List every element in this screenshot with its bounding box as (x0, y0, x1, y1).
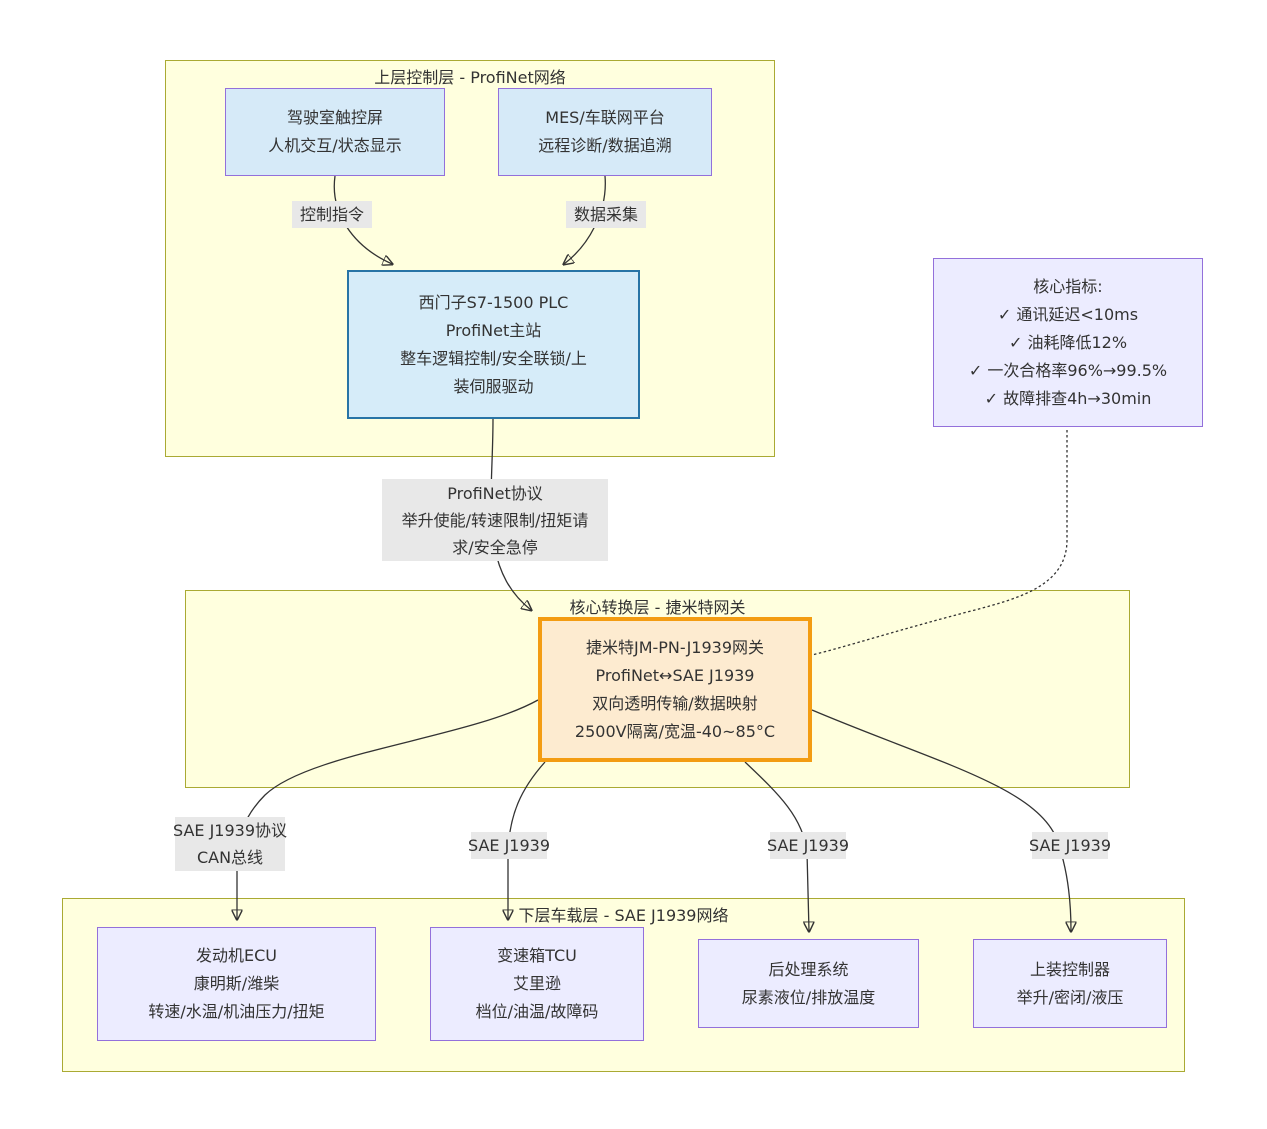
node-line: 转速/水温/机油压力/扭矩 (148, 1002, 325, 1021)
node-line: 核心指标: (1033, 276, 1103, 296)
cluster-title: 下层车载层 - SAE J1939网络 (518, 906, 729, 925)
edge-gateway-to-body-controller (811, 709, 1071, 931)
edge-gateway-to-engine (237, 699, 539, 919)
cluster-title: 核心转换层 - 捷米特网关 (569, 598, 746, 617)
node-line: MES/车联网平台 (545, 108, 665, 127)
node-line: ✓ 一次合格率96%→99.5% (968, 360, 1168, 380)
node-core-metrics: 核心指标: ✓ 通讯延迟<10ms ✓ 油耗降低12% ✓ 一次合格率96%→9… (933, 258, 1203, 427)
node-siemens-plc: 西门子S7-1500 PLC ProfiNet主站 整车逻辑控制/安全联锁/上 … (347, 270, 640, 419)
edge-label-sae-j1939-1: SAE J1939 (467, 832, 551, 859)
edge-label-sae-j1939-can: SAE J1939协议 CAN总线 (172, 817, 288, 871)
node-line: ✓ 通讯延迟<10ms (997, 304, 1139, 324)
node-line: 双向透明传输/数据映射 (592, 693, 758, 713)
node-line: 上装控制器 (1029, 959, 1110, 979)
node-line: 西门子S7-1500 PLC (418, 292, 569, 312)
node-aftertreatment-system: 后处理系统 尿素液位/排放温度 (698, 939, 919, 1028)
node-line: ProfiNet主站 (445, 320, 542, 340)
edge-label-line: 求/安全急停 (452, 537, 538, 557)
node-jiemite-gateway: 捷米特JM-PN-J1939网关 ProfiNet↔SAE J1939 双向透明… (538, 617, 812, 762)
node-line: 变速箱TCU (497, 946, 577, 965)
edge-label-sae-j1939-2: SAE J1939 (766, 832, 850, 859)
node-line: ✓ 故障排查4h→30min (984, 388, 1152, 408)
edge-label-line: CAN总线 (196, 848, 264, 867)
node-line: 艾里逊 (512, 974, 561, 993)
node-line: 捷米特JM-PN-J1939网关 (585, 637, 765, 657)
node-line: 驾驶室触控屏 (286, 108, 383, 127)
node-line: 整车逻辑控制/安全联锁/上 (400, 348, 587, 368)
edge-label-line: 控制指令 (299, 205, 364, 224)
edge-label-sae-j1939-3: SAE J1939 (1028, 832, 1112, 859)
node-line: ✓ 油耗降低12% (1008, 332, 1128, 352)
edge-label-line: SAE J1939协议 (172, 821, 288, 840)
edge-label-profinet-protocol: ProfiNet协议 举升使能/转速限制/扭矩请 求/安全急停 (382, 479, 608, 561)
node-line: ProfiNet↔SAE J1939 (595, 665, 755, 685)
edge-label-line: SAE J1939 (766, 836, 850, 855)
node-line: 远程诊断/数据追溯 (538, 136, 672, 155)
node-line: 后处理系统 (768, 959, 849, 979)
node-body-controller: 上装控制器 举升/密闭/液压 (973, 939, 1167, 1028)
edge-label-line: ProfiNet协议 (447, 483, 543, 503)
edge-label-line: SAE J1939 (1028, 836, 1112, 855)
edge-label-control-command: 控制指令 (292, 201, 372, 228)
edge-label-line: SAE J1939 (467, 836, 551, 855)
node-mes-telematics-platform: MES/车联网平台 远程诊断/数据追溯 (498, 88, 712, 176)
node-line: 2500V隔离/宽温-40~85°C (574, 721, 776, 741)
cluster-title: 上层控制层 - ProfiNet网络 (374, 68, 566, 87)
edge-label-line: 数据采集 (573, 205, 638, 224)
node-line: 档位/油温/故障码 (475, 1002, 599, 1021)
node-engine-ecu: 发动机ECU 康明斯/潍柴 转速/水温/机油压力/扭矩 (97, 927, 376, 1041)
edge-metrics-to-gateway-dotted (811, 430, 1068, 656)
node-line: 举升/密闭/液压 (1016, 987, 1124, 1007)
node-line: 尿素液位/排放温度 (741, 987, 876, 1007)
node-line: 装伺服驱动 (453, 376, 534, 396)
edge-label-line: 举升使能/转速限制/扭矩请 (401, 510, 589, 530)
node-transmission-tcu: 变速箱TCU 艾里逊 档位/油温/故障码 (430, 927, 644, 1041)
node-line: 康明斯/潍柴 (193, 974, 280, 993)
node-cab-touchscreen: 驾驶室触控屏 人机交互/状态显示 (225, 88, 445, 176)
node-line: 人机交互/状态显示 (268, 136, 402, 155)
node-line: 发动机ECU (196, 946, 277, 965)
edge-label-data-acquisition: 数据采集 (566, 201, 646, 228)
